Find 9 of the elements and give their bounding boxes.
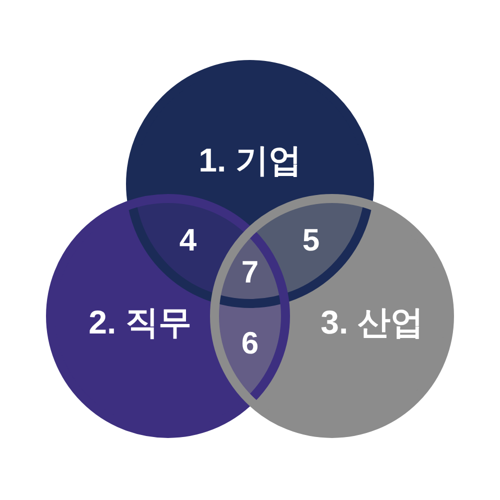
circle-label: 3. 산업 [320, 306, 424, 338]
region-number: 4 [179, 224, 197, 256]
circle-label: 1. 기업 [198, 144, 302, 176]
venn-circle [210, 194, 454, 438]
region-number: 5 [302, 224, 320, 256]
region-number: 6 [241, 328, 259, 358]
region-number: 7 [241, 256, 259, 288]
circle-label: 2. 직무 [88, 306, 192, 338]
venn-circle [46, 194, 290, 438]
